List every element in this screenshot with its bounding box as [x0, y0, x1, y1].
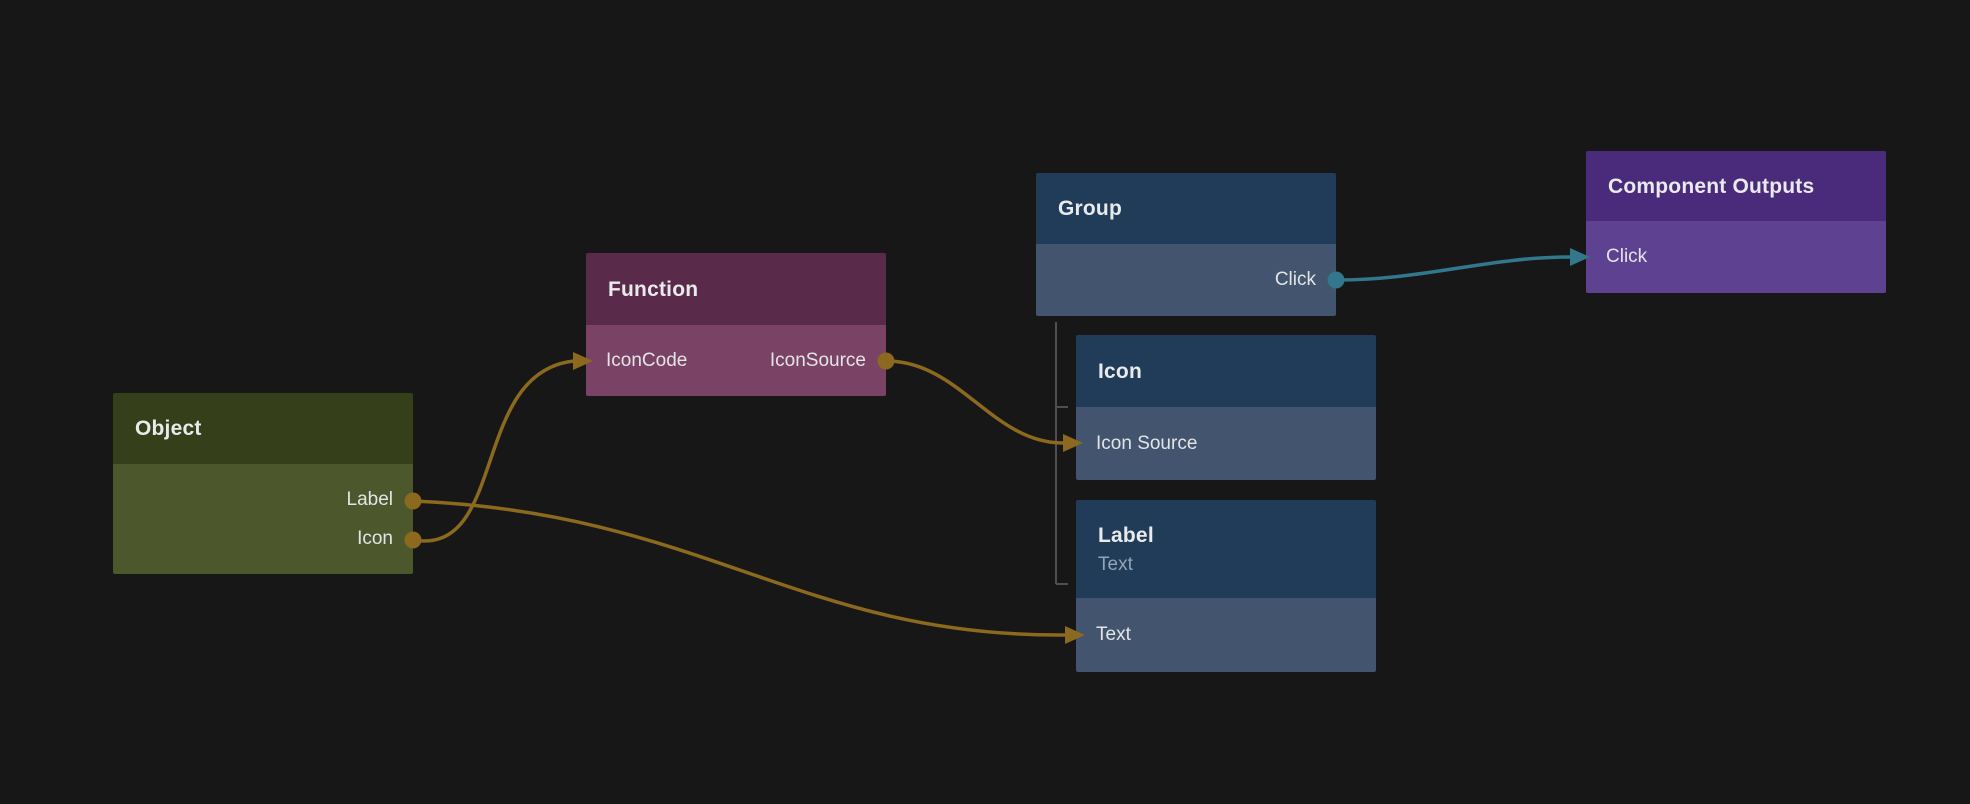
node-label-body: Text	[1076, 598, 1376, 672]
node-title: Component Outputs	[1608, 174, 1815, 198]
node-object-header[interactable]: Object	[113, 393, 413, 464]
port-label: Icon Source	[1096, 432, 1198, 454]
node-component-outputs[interactable]: Component Outputs Click	[1586, 151, 1886, 293]
port-object-label[interactable]: Label	[113, 480, 413, 519]
port-label: Icon	[357, 527, 393, 549]
arrowhead-function-iconcode	[573, 352, 593, 370]
node-function-header[interactable]: Function	[586, 253, 886, 325]
port-label: Text	[1096, 624, 1131, 645]
node-component-outputs-body: Click	[1586, 221, 1886, 293]
node-title: Group	[1058, 197, 1122, 220]
port-label: Click	[1274, 269, 1316, 290]
edge-object-label-to-label-text[interactable]	[411, 499, 1067, 637]
node-label[interactable]: Label Text Text	[1076, 500, 1376, 672]
port-label: Label	[346, 488, 394, 510]
port-dot-group-click[interactable]	[1327, 271, 1345, 289]
port-componentoutputs-click[interactable]: Click	[1586, 238, 1886, 277]
port-function-iconsource: IconSource	[769, 349, 866, 371]
node-component-outputs-header[interactable]: Component Outputs	[1586, 151, 1886, 221]
node-group-header[interactable]: Group	[1036, 173, 1336, 244]
edge-group-click-to-componentoutputs-click[interactable]	[1334, 255, 1572, 282]
port-function-iconcode: IconCode	[606, 349, 688, 371]
port-row-function[interactable]: IconCode IconSource	[586, 341, 886, 380]
node-title: Label	[1098, 523, 1154, 547]
node-object-body: Label Icon	[113, 464, 413, 574]
node-label-header[interactable]: Label Text	[1076, 500, 1376, 598]
port-label-text[interactable]: Text	[1076, 616, 1376, 655]
hierarchy-bracket	[1055, 322, 1068, 585]
port-dot-object-label[interactable]	[404, 492, 422, 510]
arrowhead-label-text	[1065, 626, 1085, 644]
node-icon[interactable]: Icon Icon Source	[1076, 335, 1376, 480]
edge-object-icon-to-function-iconcode[interactable]	[411, 359, 576, 543]
port-label: Click	[1606, 246, 1648, 267]
node-group[interactable]: Group Click	[1036, 173, 1336, 316]
node-icon-body: Icon Source	[1076, 407, 1376, 480]
port-object-icon[interactable]: Icon	[113, 519, 413, 558]
arrowhead-icon-iconsource	[1063, 434, 1083, 452]
port-dot-function-iconsource[interactable]	[877, 352, 895, 370]
node-title: Function	[608, 277, 699, 301]
node-title: Icon	[1098, 359, 1142, 383]
edge-function-iconsource-to-icon-iconsource[interactable]	[884, 359, 1065, 445]
arrowhead-componentoutputs-click	[1570, 248, 1590, 266]
node-function-body: IconCode IconSource	[586, 325, 886, 396]
node-icon-header[interactable]: Icon	[1076, 335, 1376, 407]
node-group-body: Click	[1036, 244, 1336, 316]
node-title: Object	[135, 417, 202, 440]
node-function[interactable]: Function IconCode IconSource	[586, 253, 886, 396]
node-subtitle: Text	[1098, 553, 1133, 575]
port-dot-object-icon[interactable]	[404, 531, 422, 549]
port-icon-iconsource[interactable]: Icon Source	[1076, 424, 1376, 463]
node-object[interactable]: Object Label Icon	[113, 393, 413, 574]
port-group-click[interactable]: Click	[1036, 261, 1336, 300]
